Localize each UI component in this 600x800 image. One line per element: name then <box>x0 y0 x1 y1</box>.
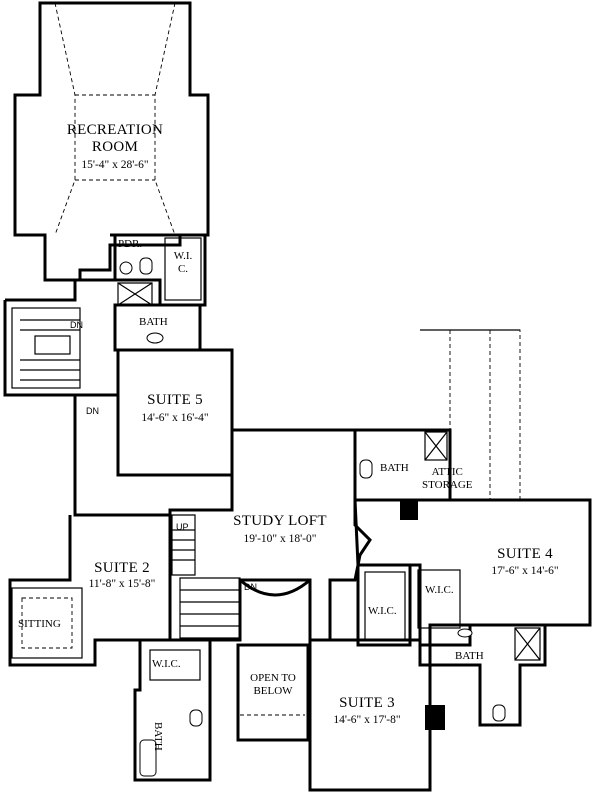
suite2-walls <box>8 513 172 667</box>
wic-label-suite3: W.I.C. <box>368 605 397 617</box>
recreation-room-walls <box>13 1 210 282</box>
suite4-walls <box>353 498 592 647</box>
suite3-wic-outline <box>364 571 406 641</box>
wic-label-suite2: W.I.C. <box>152 658 181 670</box>
suite2-wic-outline <box>149 649 201 681</box>
bath-label-upper: BATH <box>380 462 409 474</box>
suite5-name: SUITE 5 <box>147 392 203 408</box>
wic-5-outline <box>164 237 202 301</box>
suite2-tub-icon <box>139 739 157 777</box>
left-stair-treads <box>20 319 80 381</box>
open-to-below-walls <box>236 578 311 742</box>
wic-label-5: W.I.C. <box>173 250 193 275</box>
bath-label-5: BATH <box>139 316 168 328</box>
bath-label-suite2: BATH <box>152 722 164 751</box>
suite4-shower-icon <box>514 627 541 661</box>
upper-bath-toilet-icon <box>359 459 373 479</box>
open-to-below-label: OPEN TO BELOW <box>250 672 296 697</box>
bath-label-suite4: BATH <box>455 650 484 662</box>
study-loft-name: STUDY LOFT <box>233 513 327 529</box>
left-stair-well <box>34 335 71 355</box>
suite4-wic-outline <box>417 569 461 629</box>
upper-bath-shower <box>424 431 448 461</box>
sitting-label: SITTING <box>18 618 61 630</box>
attic-storage-label: ATTIC STORAGE <box>422 466 473 491</box>
suite3-name: SUITE 3 <box>339 695 395 711</box>
dn-label-corridor: DN <box>86 406 99 416</box>
suite2-name: SUITE 2 <box>94 560 150 576</box>
recreation-room-ceiling <box>54 2 176 236</box>
left-stair-outline <box>11 307 81 389</box>
shower-icon <box>117 282 153 306</box>
suite2-toilet-icon <box>189 709 203 727</box>
suite4-toilet-icon <box>492 704 506 722</box>
suite5-bath-sink-icon <box>146 332 164 344</box>
powder-toilet-icon <box>139 257 153 275</box>
chimney-block <box>400 500 418 520</box>
suite3-dim: 14'-6" x 17'-8" <box>333 714 401 726</box>
suite3-column <box>425 705 445 730</box>
dn-label-left-stair: DN <box>70 320 83 330</box>
suite2-dim: 11'-8" x 15'-8" <box>88 578 156 590</box>
suite5-dim: 14'-6" x 16'-4" <box>141 412 209 424</box>
down-stair-treads <box>179 577 241 639</box>
recreation-room-dim: 15'-4" x 28'-6" <box>81 159 149 171</box>
wic-label-suite4: W.I.C. <box>425 584 454 596</box>
sitting-bay <box>11 587 83 659</box>
suite4-bath-sink-icon <box>457 628 473 638</box>
up-label: UP <box>176 522 189 532</box>
pdr-label: PDR. <box>118 238 143 250</box>
upper-bath-shower-x <box>424 431 448 461</box>
suite4-bath-walls <box>428 623 547 727</box>
suite2-bath-walls <box>133 638 212 782</box>
study-loft-dim: 19'-10" x 18'-0" <box>243 533 317 545</box>
upper-bath-walls <box>353 428 452 502</box>
up-stair-treads <box>171 514 196 576</box>
suite4-name: SUITE 4 <box>497 546 553 562</box>
dn-label-loft: DN <box>244 582 257 592</box>
left-stair-walls <box>3 278 118 517</box>
recreation-room-name: RECREATION ROOM <box>66 122 164 156</box>
sitting-ceiling <box>21 597 73 649</box>
suite4-dim: 17'-6" x 14'-6" <box>491 565 559 577</box>
powder-sink-icon <box>119 261 133 275</box>
